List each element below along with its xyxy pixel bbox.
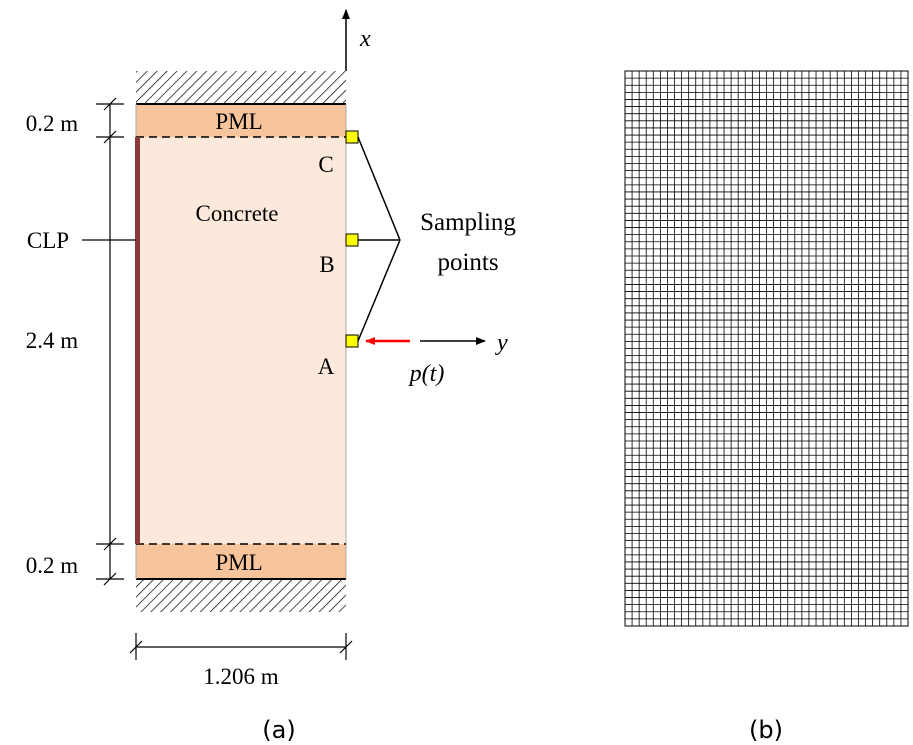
dim-top-label: 0.2 m [26, 111, 79, 136]
clp-label: CLP [27, 228, 69, 253]
sampling-label-line1: Sampling [420, 209, 516, 236]
sampling-label-line2: points [437, 249, 498, 276]
point-c-label: C [318, 152, 333, 177]
sample-point-b [345, 233, 359, 247]
pml-top-label: PML [215, 109, 262, 134]
dim-bottom-label: 0.2 m [26, 553, 79, 578]
support-hatch-bottom [136, 579, 346, 612]
dim-width-label: 1.206 m [203, 664, 279, 689]
panel-b: (b) [624, 70, 909, 744]
pml-top-region [136, 104, 346, 137]
finite-element-mesh [625, 71, 908, 626]
caption-a: (a) [262, 716, 295, 744]
dimension-ticks [96, 97, 124, 586]
point-a-label: A [318, 354, 335, 379]
x-axis-label: x [359, 26, 371, 52]
caption-b: (b) [749, 716, 783, 744]
support-hatch-top [136, 71, 346, 104]
sampling-leader-lines [357, 136, 401, 342]
pml-bottom-label: PML [215, 550, 262, 575]
concrete-region [136, 137, 346, 544]
y-axis-label: y [495, 330, 508, 356]
concrete-label: Concrete [195, 201, 278, 226]
clp-bar [135, 137, 140, 544]
mesh-border [624, 70, 909, 627]
load-label: p(t) [408, 361, 445, 387]
sample-point-a [345, 334, 359, 348]
dim-middle-label: 2.4 m [26, 328, 79, 353]
sample-point-c [345, 130, 359, 144]
width-dimension-ticks [129, 633, 353, 660]
panel-a: PML PML Concrete 0.2 m 2.4 m 0.2 m CLP [26, 9, 516, 744]
point-b-label: B [319, 252, 334, 277]
pml-bottom-region [136, 544, 346, 579]
